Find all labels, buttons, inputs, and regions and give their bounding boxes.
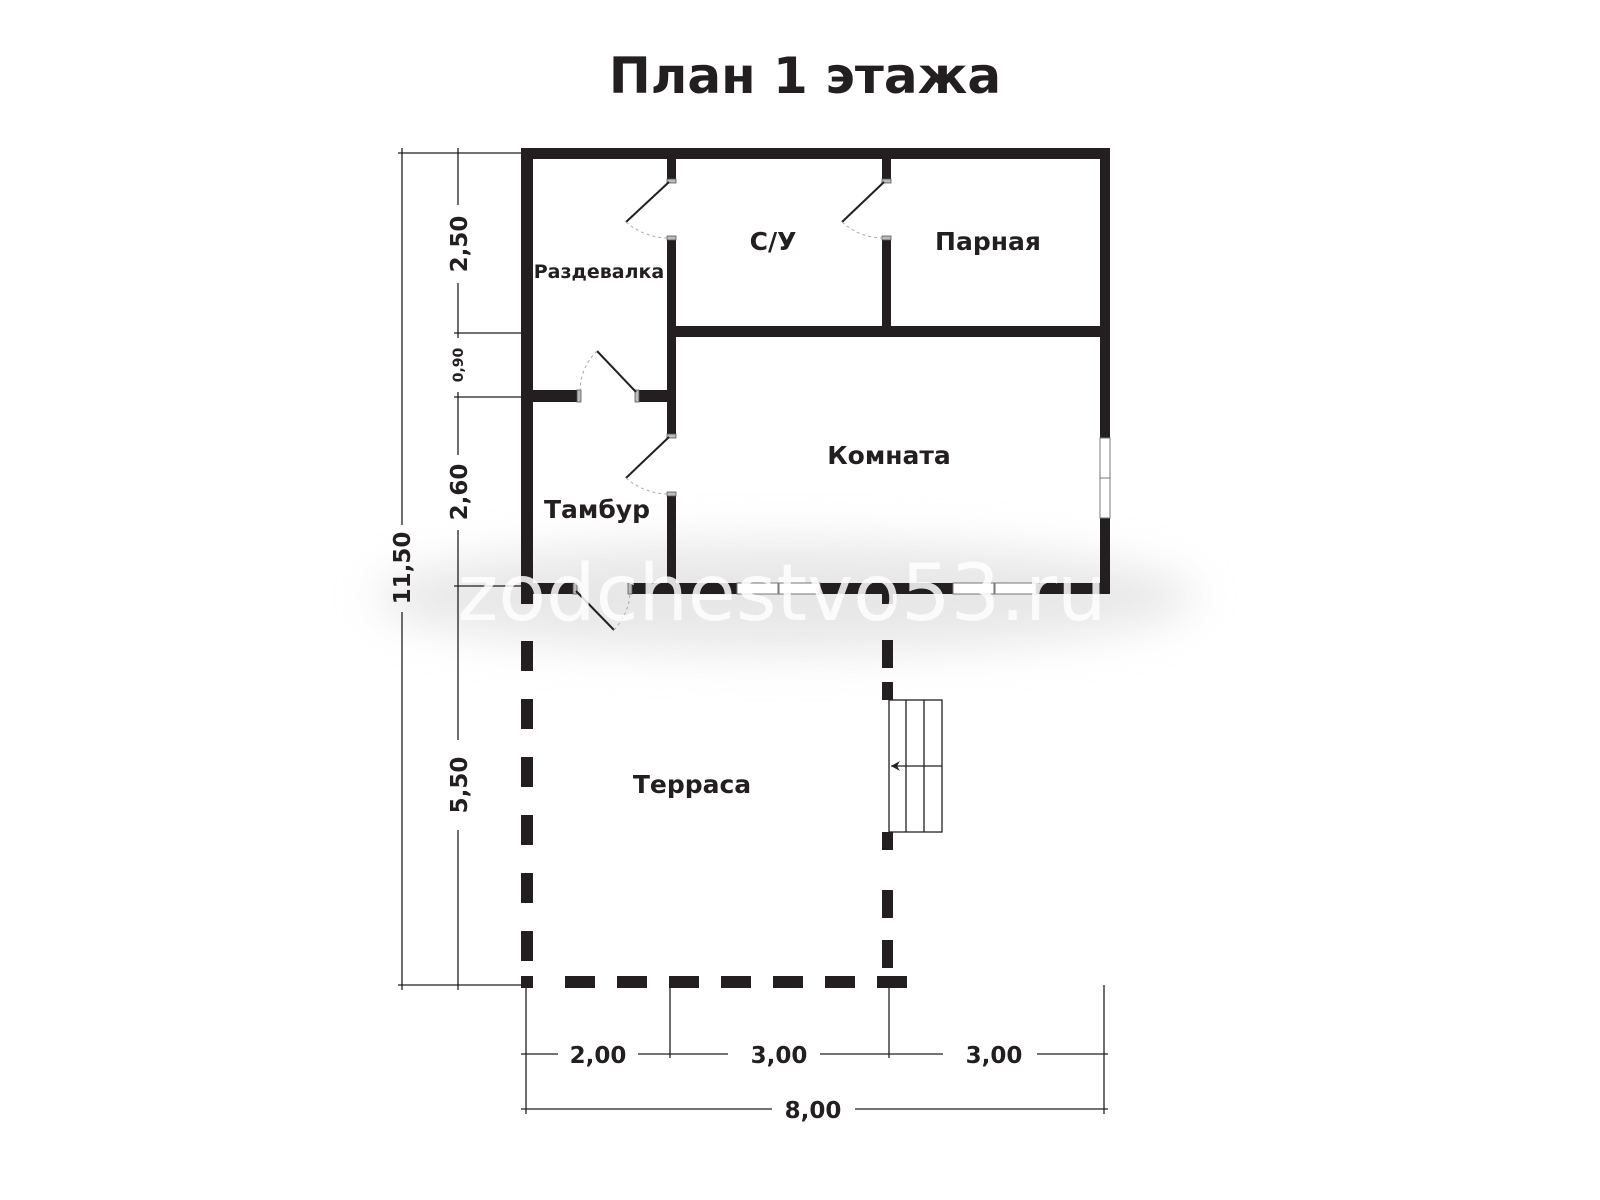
terrace-wall-dash	[521, 815, 533, 845]
room-razdevalka: Раздевалка	[534, 261, 665, 283]
terrace-wall-dash	[881, 976, 893, 988]
terrace-wall-dash	[882, 682, 893, 700]
walls	[521, 148, 1110, 595]
terrace-wall-dash	[521, 594, 533, 604]
dim-v-2: 0,90	[451, 347, 467, 382]
terrace-wall-dash	[882, 594, 893, 604]
plan-title: План 1 этажа	[609, 47, 1001, 105]
terrace-wall-dash	[721, 976, 751, 988]
terrace-wall-dash	[521, 873, 533, 903]
room-labels: Раздевалка С/У Парная Комната Тамбур Тер…	[534, 227, 1041, 799]
doors	[575, 181, 885, 631]
terrace-wall-dash	[669, 976, 699, 988]
terrace-wall-dash	[882, 890, 893, 918]
room-tambur: Тамбур	[544, 495, 650, 524]
watermark: zodchestvo53.ru	[457, 549, 1106, 639]
arrow-left-icon	[891, 761, 900, 771]
terrace-wall-dash	[565, 976, 595, 988]
dim-h-3: 3,00	[966, 1043, 1023, 1069]
terrace-wall-dash	[521, 641, 533, 671]
dim-v-3: 2,60	[447, 464, 473, 521]
dimension-labels: 11,50 2,50 0,90 2,60 5,50 2,00 3,00 3,00…	[390, 216, 1022, 1124]
terrace-wall-dash	[882, 640, 893, 668]
room-komnata: Комната	[827, 441, 951, 470]
terrace-wall-dash	[825, 976, 855, 988]
dimension-lines	[398, 148, 1108, 1114]
watermark-halo	[375, 542, 1195, 652]
room-parnaya: Парная	[935, 227, 1041, 256]
dim-total-horizontal: 8,00	[785, 1098, 842, 1124]
terrace-wall-dash	[521, 931, 533, 961]
terrace-dashed-walls	[521, 594, 907, 988]
terrace-wall-dash	[773, 976, 803, 988]
dim-v-4: 5,50	[447, 757, 473, 814]
dim-total-vertical: 11,50	[390, 532, 416, 605]
terrace-wall-dash	[521, 699, 533, 729]
terrace-wall-dash	[521, 757, 533, 787]
windows	[736, 437, 1111, 595]
terrace-wall-dash	[617, 976, 647, 988]
terrace-wall-dash	[882, 940, 893, 968]
room-terrasa: Терраса	[633, 770, 751, 799]
stairs	[888, 699, 943, 833]
dim-h-2: 3,00	[751, 1043, 808, 1069]
dim-v-1: 2,50	[447, 216, 473, 273]
room-su: С/У	[750, 227, 797, 256]
terrace-wall-dash	[882, 832, 893, 850]
dim-h-1: 2,00	[570, 1043, 627, 1069]
terrace-wall-dash	[521, 976, 533, 988]
